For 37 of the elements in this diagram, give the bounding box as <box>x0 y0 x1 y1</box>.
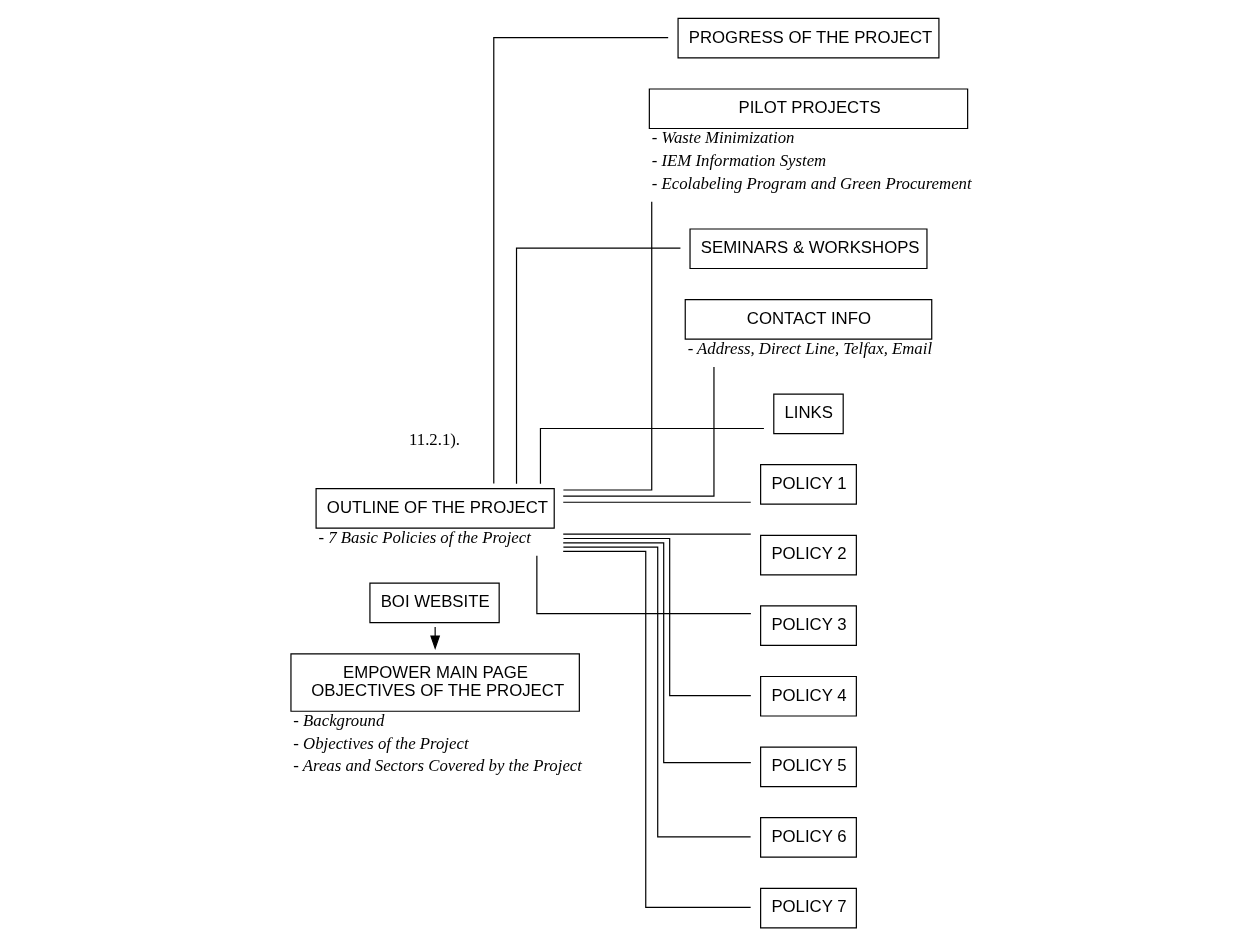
node-box: POLICY 3 <box>759 605 857 646</box>
node-label: - IEM Information System <box>651 150 826 170</box>
node-box: CONTACT INFO <box>684 299 932 340</box>
node-box: POLICY 4 <box>759 675 857 717</box>
connector <box>562 542 751 764</box>
arrow <box>429 626 440 650</box>
node-box: POLICY 5 <box>759 746 857 788</box>
connector <box>492 36 669 485</box>
node-box: SEMINARS & WORKSHOPS <box>688 228 928 270</box>
connector <box>562 366 715 497</box>
connector <box>562 537 751 697</box>
node-label: - Address, Direct Line, Telfax, Email <box>687 338 932 358</box>
node-box: OUTLINE OF THE PROJECT <box>315 488 555 529</box>
node-box: POLICY 2 <box>759 534 857 576</box>
node-box: EMPOWER MAIN PAGE OBJECTIVES OF THE PROJECT <box>289 653 580 712</box>
node-label: - Waste Minimization <box>651 128 794 148</box>
node-box: BOI WEBSITE <box>368 582 500 624</box>
node-label: - Ecolabeling Program and Green Procurement <box>651 173 972 193</box>
connector <box>562 546 751 838</box>
node-label: - Objectives of the Project <box>292 733 469 753</box>
connector <box>539 427 765 485</box>
connector <box>562 501 751 503</box>
node-label: - Areas and Sectors Covered by the Project <box>292 756 582 776</box>
node-box: POLICY 1 <box>759 464 857 505</box>
node-box: POLICY 7 <box>759 887 857 929</box>
node-box: PILOT PROJECTS <box>648 88 968 130</box>
connector <box>562 533 751 535</box>
connector <box>562 201 652 491</box>
connector <box>535 555 751 615</box>
label: 11.2.1). <box>408 430 460 450</box>
connector <box>562 550 751 909</box>
node-box: POLICY 6 <box>759 817 857 858</box>
node-box: LINKS <box>772 393 844 435</box>
connector <box>515 247 681 485</box>
node-box: PROGRESS OF THE PROJECT <box>676 17 939 59</box>
node-label: - Background <box>292 710 384 730</box>
node-label: - 7 Basic Policies of the Project <box>317 527 531 547</box>
